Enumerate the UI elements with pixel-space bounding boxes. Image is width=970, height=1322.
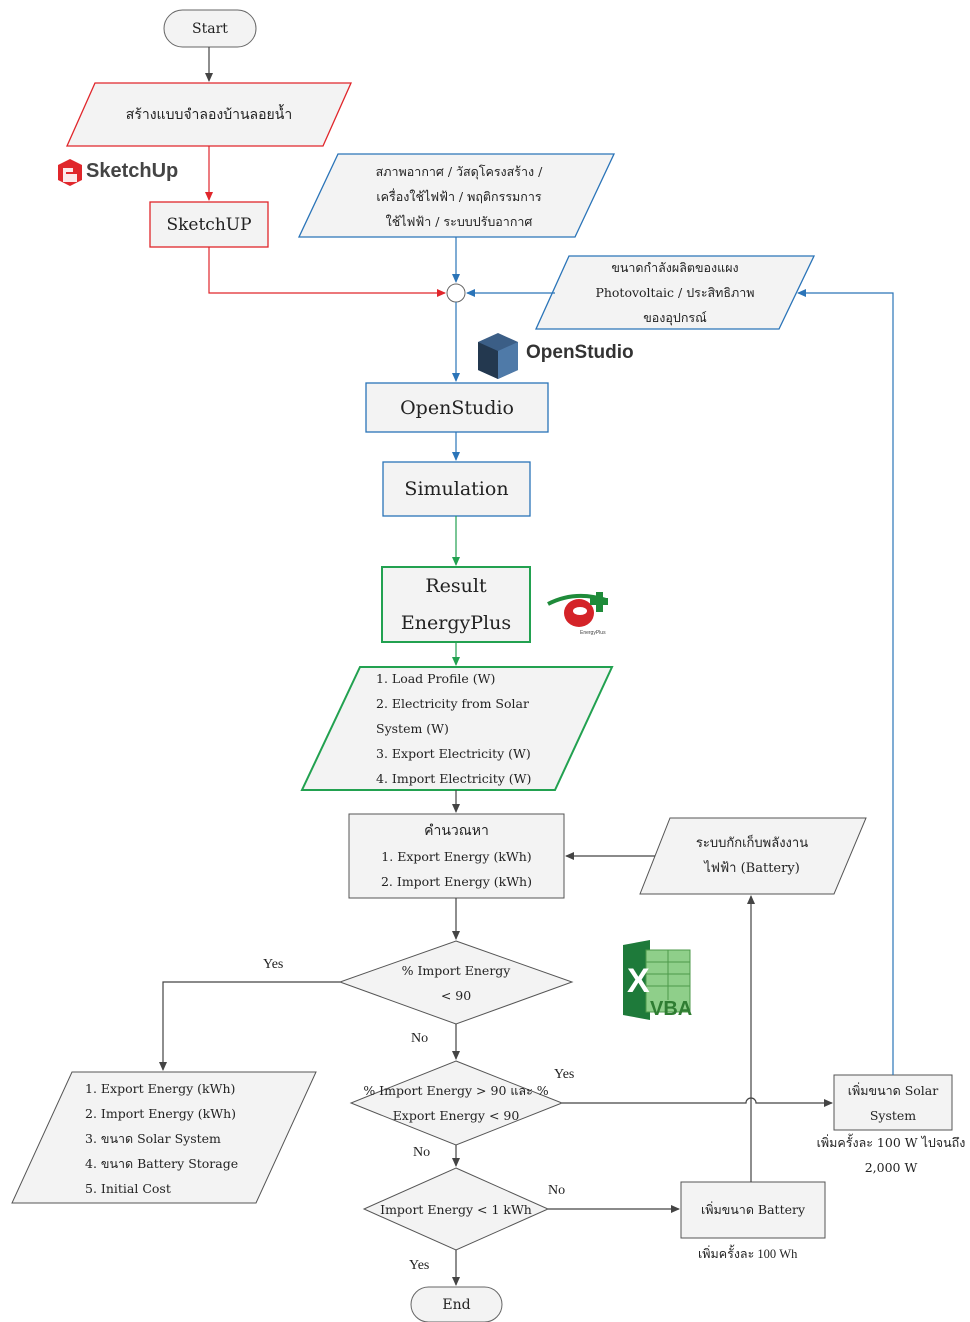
decision-1-text: % Import Energy < 90 [380, 958, 532, 1008]
battery-storage-line-2: ไฟฟ้า (Battery) [704, 861, 800, 876]
output-list-text: 1. Export Energy (kWh) 2. Import Energy … [85, 1076, 275, 1201]
decision-3-text: Import Energy < 1 kWh [380, 1201, 532, 1217]
yes-label-decision-3: Yes [409, 1258, 430, 1273]
yes-label-decision-1: Yes [263, 957, 284, 972]
result-list-parallelogram [300, 666, 614, 791]
result-list-item-1: 1. Load Profile (W) [376, 671, 496, 686]
junction-circle [446, 283, 466, 303]
output-item-5: 5. Initial Cost [85, 1181, 171, 1196]
decision-2-line-2: Export Energy < 90 [392, 1108, 520, 1123]
pv-input-line-3: ของอุปกรณ์ [643, 310, 707, 325]
yes-label-decision-2: Yes [554, 1067, 575, 1082]
no-label-decision-1: No [411, 1031, 429, 1046]
decision-2-text: % Import Energy > 90 และ % Export Energy… [356, 1078, 556, 1128]
end-label: End [442, 1296, 471, 1313]
inputs-line-2: เครื่องใช้ไฟฟ้า / พฤติกรรมการ [376, 188, 542, 204]
no-label-decision-3: No [548, 1183, 566, 1198]
sketchup-box [149, 201, 269, 248]
svg-text:X: X [627, 962, 650, 1000]
energyplus-logo-subtext: EnergyPlus [580, 630, 606, 636]
start-terminal [163, 9, 257, 48]
excel-vba-logo-icon: X [617, 940, 695, 1020]
simulation-box [382, 461, 531, 517]
sketchup-logo-text: SketchUp [86, 160, 179, 182]
solar-note-line-2: 2,000 W [864, 1160, 918, 1175]
sketchup-box-label: SketchUP [166, 214, 252, 235]
battery-box-text: เพิ่มขนาด Battery [700, 1202, 806, 1217]
calc-item-2: 2. Import Energy (kWh) [380, 873, 532, 889]
openstudio-logo-icon [478, 333, 518, 379]
pv-input-parallelogram [534, 255, 816, 330]
result-list-item-5: 4. Import Electricity (W) [376, 771, 532, 786]
sketchup-logo-icon [58, 159, 82, 186]
calc-item-1: 1. Export Energy (kWh) [381, 848, 532, 864]
output-list-parallelogram [11, 1071, 317, 1204]
calc-box-text: คำนวณหา 1. Export Energy (kWh) 2. Import… [349, 814, 564, 898]
solar-box-line-2: System [869, 1107, 917, 1123]
output-item-1: 1. Export Energy (kWh) [85, 1081, 236, 1096]
battery-storage-text: ระบบกักเก็บพลังงาน ไฟฟ้า (Battery) [664, 818, 840, 894]
openstudio-box [365, 382, 549, 433]
no-label-decision-2: No [413, 1145, 431, 1160]
solar-box [833, 1074, 953, 1131]
battery-storage-parallelogram [639, 817, 867, 895]
decision-1-line-2: < 90 [440, 988, 472, 1003]
result-list-item-4: 3. Export Electricity (W) [376, 746, 531, 761]
output-item-3: 3. ขนาด Solar System [85, 1131, 221, 1146]
inputs-line-1: สภาพอากาศ / วัสดุโครงสร้าง / [375, 163, 543, 179]
openstudio-logo-text: OpenStudio [526, 342, 634, 363]
calc-box [348, 813, 565, 899]
pv-input-text: ขนาดกำลังผลิตของแผง Photovoltaic / ประสิ… [560, 256, 790, 329]
simulation-box-label: Simulation [404, 478, 509, 500]
result-box [381, 566, 531, 643]
result-list-text: 1. Load Profile (W) 2. Electricity from … [376, 667, 576, 790]
result-line-2: EnergyPlus [400, 611, 512, 634]
energyplus-logo-icon [547, 592, 608, 627]
battery-note: เพิ่มครั้งละ 100 Wh [698, 1247, 798, 1261]
result-list-item-2: 2. Electricity from Solar [376, 696, 529, 711]
create-model-parallelogram [65, 82, 353, 147]
result-box-text: Result EnergyPlus [382, 567, 530, 642]
decision-2-line-1: % Import Energy > 90 และ % [363, 1083, 549, 1098]
solar-box-line-1: เพิ่มขนาด Solar [847, 1082, 939, 1098]
inputs-text: สภาพอากาศ / วัสดุโครงสร้าง / เครื่องใช้ไ… [328, 158, 590, 234]
battery-storage-line-1: ระบบกักเก็บพลังงาน [695, 836, 809, 851]
inputs-line-3: ใช้ไฟฟ้า / ระบบปรับอากาศ [385, 213, 533, 229]
battery-box [680, 1181, 826, 1239]
start-label: Start [192, 20, 228, 37]
solar-note: เพิ่มครั้งละ 100 W ไปจนถึง 2,000 W [812, 1130, 970, 1180]
solar-box-text: เพิ่มขนาด Solar System [834, 1075, 952, 1130]
result-line-1: Result [425, 574, 487, 597]
decision-1-line-1: % Import Energy [401, 963, 511, 978]
output-item-2: 2. Import Energy (kWh) [85, 1106, 237, 1121]
inputs-parallelogram [297, 153, 616, 238]
solar-note-line-1: เพิ่มครั้งละ 100 W ไปจนถึง [816, 1135, 966, 1150]
openstudio-box-label: OpenStudio [400, 396, 514, 419]
output-item-4: 4. ขนาด Battery Storage [85, 1156, 239, 1171]
result-list-item-3: System (W) [376, 721, 449, 736]
vba-logo-text: VBA [650, 998, 693, 1020]
pv-input-line-1: ขนาดกำลังผลิตของแผง [611, 260, 739, 275]
end-terminal [410, 1286, 503, 1322]
pv-input-line-2: Photovoltaic / ประสิทธิภาพ [595, 285, 755, 300]
calc-title: คำนวณหา [424, 822, 489, 839]
create-model-text: สร้างแบบจำลองบ้านลอยน้ำ [125, 106, 293, 123]
